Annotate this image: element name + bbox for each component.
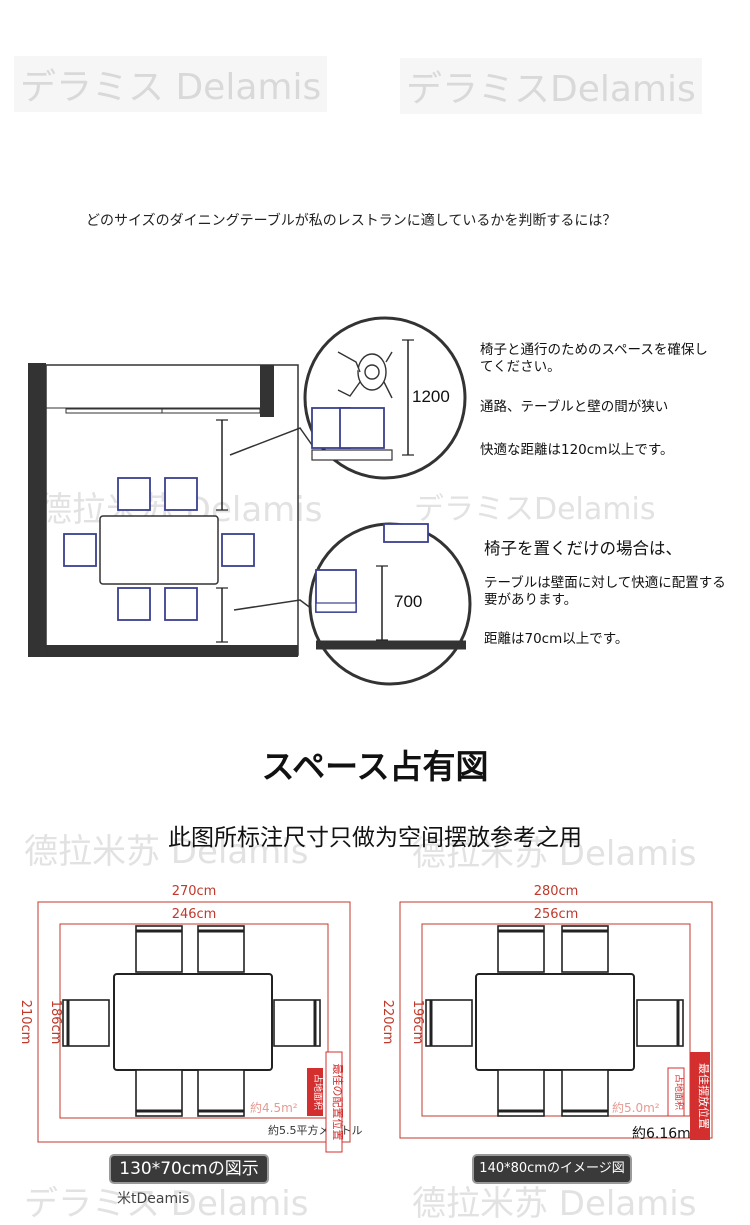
chair xyxy=(636,999,684,1047)
label-700: 700 xyxy=(394,592,422,611)
dining-table xyxy=(99,515,219,585)
left-tag-footprint xyxy=(307,1068,323,1116)
wall-top-right xyxy=(260,365,274,417)
chair xyxy=(62,999,110,1047)
watermark-top-left: デラミス Delamis xyxy=(14,56,328,112)
svg-text:最佳摆放位置: 最佳摆放位置 xyxy=(697,1063,711,1129)
label-1200: 1200 xyxy=(412,387,450,406)
caption-left-sub: 米tDeamis xyxy=(117,1191,190,1207)
left-outer-height: 210cm xyxy=(18,1000,33,1045)
chair xyxy=(221,533,255,567)
watermark-low-right: 德拉米苏 Delamis xyxy=(412,834,697,874)
chair xyxy=(135,925,183,973)
right-area-inner: 約5.0m² xyxy=(612,1100,660,1115)
note-1200: 椅子と通行のためのスペースを確保し てください。 通路、テーブルと壁の間が狭い … xyxy=(480,342,708,458)
outer-area-left xyxy=(37,901,351,1143)
left-outer-width: 270cm xyxy=(172,884,217,899)
chair xyxy=(497,925,545,973)
subtitle: 此图所标注尺寸只做为空间摆放参考之用 xyxy=(168,825,582,851)
note-700: 椅子を置くだけの場合は、 テーブルは壁面に対して快適に配置する 要があります。 … xyxy=(484,539,726,647)
room-outline xyxy=(45,364,299,656)
watermark-low-left: 德拉米苏 Delamis xyxy=(24,832,309,872)
left-inner-height: 186cm xyxy=(48,1000,63,1045)
chair xyxy=(273,999,321,1047)
right-inner-width: 256cm xyxy=(534,907,579,922)
plan-table-right xyxy=(475,973,635,1071)
svg-text:占地面积: 占地面积 xyxy=(312,1074,324,1110)
chair xyxy=(164,477,198,511)
inner-area-right xyxy=(421,923,691,1117)
inner-area-left xyxy=(59,923,329,1119)
right-tag-best xyxy=(690,1052,710,1140)
plan-right: 280cm 256cm 220cm 196cm 約5.0m² 約6.16m² 占… xyxy=(380,884,713,1142)
section-title: スペース占有図 xyxy=(261,747,489,786)
wall-bottom xyxy=(28,645,298,657)
left-area-outer: 約5.5平方メートル xyxy=(268,1123,363,1137)
question-text: どのサイズのダイニングテーブルが私のレストランに適しているかを判断するには？ xyxy=(86,213,617,229)
chair xyxy=(197,1069,245,1117)
chair xyxy=(497,1069,545,1117)
plan-left: 270cm 246cm 210cm 186cm 約4.5m² 約5.5平方メート… xyxy=(18,884,363,1153)
chair xyxy=(197,925,245,973)
watermark-top-right: デラミスDelamis xyxy=(400,58,702,114)
plan-table-left xyxy=(113,973,273,1071)
room-clearance-diagram: 1200 700 xyxy=(28,316,472,686)
left-tag-best xyxy=(325,1051,343,1153)
svg-text:最佳の配置位置: 最佳の配置位置 xyxy=(331,1064,345,1141)
right-outer-height: 220cm xyxy=(380,1000,395,1045)
caption-right: 140*80cmのイメージ図 xyxy=(474,1156,630,1182)
right-tag-footprint xyxy=(667,1067,685,1117)
chair xyxy=(63,533,97,567)
chair xyxy=(561,925,609,973)
left-area-inner: 約4.5m² xyxy=(250,1100,298,1115)
walking-person-icon xyxy=(337,351,393,399)
svg-text:占地面积: 占地面积 xyxy=(673,1074,685,1110)
outer-area-right xyxy=(399,901,713,1139)
right-area-outer: 約6.16m² xyxy=(632,1126,696,1142)
caption-left: 130*70cmの図示 xyxy=(111,1156,267,1182)
right-outer-width: 280cm xyxy=(534,884,579,899)
chair xyxy=(561,1069,609,1117)
chair xyxy=(425,999,473,1047)
chair xyxy=(135,1069,183,1117)
chair xyxy=(164,587,198,621)
left-inner-width: 246cm xyxy=(172,907,217,922)
wall-left xyxy=(28,363,46,655)
right-inner-height: 196cm xyxy=(410,1000,425,1045)
chair xyxy=(117,477,151,511)
chair xyxy=(117,587,151,621)
watermark-mid-right: デラミスDelamis xyxy=(414,492,656,527)
chair xyxy=(339,407,385,449)
